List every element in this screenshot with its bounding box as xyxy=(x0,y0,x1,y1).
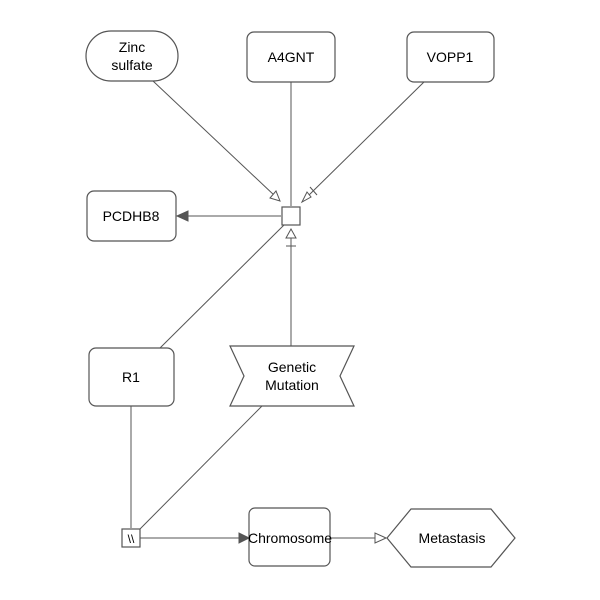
edge-zinc-sulfate-to-process xyxy=(152,80,276,197)
r1-label: R1 xyxy=(122,369,140,385)
genetic-mutation-node[interactable]: Genetic Mutation xyxy=(229,345,355,407)
stimulation-arrowhead xyxy=(374,532,388,544)
process-node xyxy=(281,206,301,226)
pcdhb8-node[interactable]: PCDHB8 xyxy=(86,190,177,242)
metastasis-node[interactable]: Metastasis xyxy=(386,508,516,568)
zinc-sulfate-label-line2: sulfate xyxy=(111,57,152,73)
pcdhb8-label: PCDHB8 xyxy=(103,208,160,224)
a4gnt-node[interactable]: A4GNT xyxy=(246,31,336,83)
vopp1-label: VOPP1 xyxy=(427,49,474,65)
chromosome-label: Chromosome xyxy=(248,530,332,546)
edge-vopp1-to-process xyxy=(306,80,426,198)
chromosome-node[interactable]: Chromosome xyxy=(248,507,332,567)
zinc-sulfate-node[interactable]: Zinc sulfate xyxy=(85,30,179,82)
genetic-mutation-label-line2: Mutation xyxy=(265,377,319,393)
production-arrowhead xyxy=(238,532,251,544)
edge-r1-to-process xyxy=(159,224,285,349)
a4gnt-label: A4GNT xyxy=(268,49,315,65)
stimulation-arrowhead xyxy=(269,190,281,202)
genetic-mutation-label-line1: Genetic xyxy=(268,359,316,375)
dissociation-process-node: \\ xyxy=(121,528,141,548)
production-arrowhead xyxy=(175,210,189,222)
metastasis-label: Metastasis xyxy=(419,530,486,546)
r1-node[interactable]: R1 xyxy=(88,347,175,407)
stimulation-arrowhead xyxy=(285,227,297,239)
necessary-stimulation-bar xyxy=(309,186,318,196)
dissociation-process-label: \\ xyxy=(128,532,135,546)
edge-genetic-mutation-to-dissociation xyxy=(138,405,263,531)
vopp1-node[interactable]: VOPP1 xyxy=(406,31,495,83)
edges xyxy=(130,80,426,544)
zinc-sulfate-label-line1: Zinc xyxy=(119,39,145,55)
stimulation-arrowhead xyxy=(300,191,312,204)
